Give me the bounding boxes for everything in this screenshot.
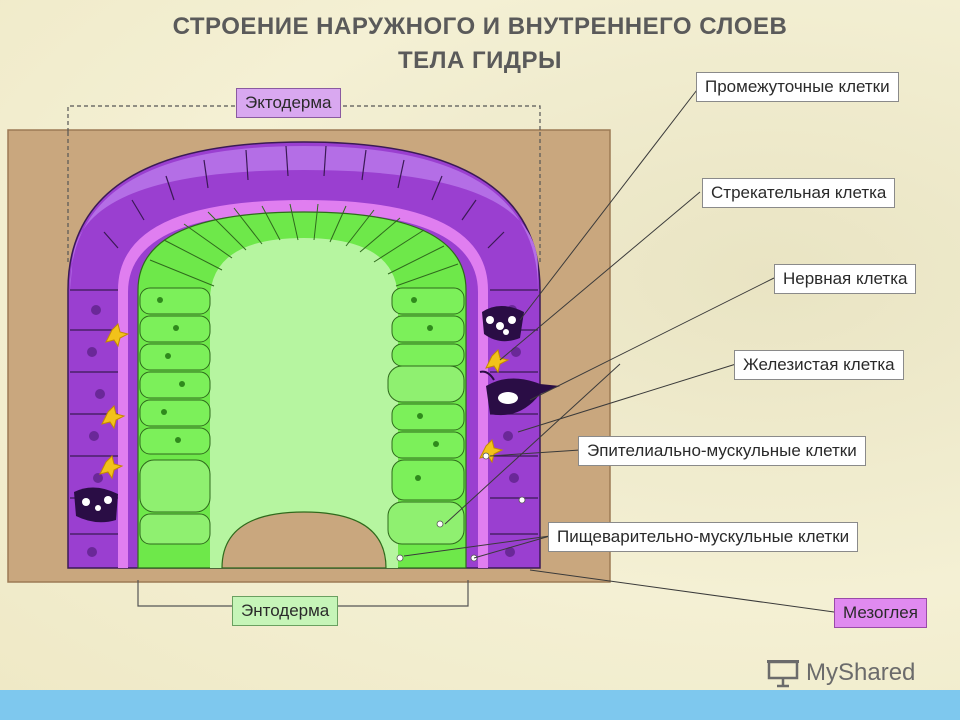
endoderm-cells-left: [139, 287, 211, 545]
stinging-cell: [479, 370, 560, 416]
label-epithelial-muscle-cells: Эпителиально-мускульные клетки: [578, 436, 866, 466]
bottom-bar: [0, 690, 960, 720]
label-digestive-muscle-cells: Пищеварительно-мускульные клетки: [548, 522, 859, 552]
label-nerve-cell: Нервная клетка: [774, 264, 917, 294]
gastral-cavity: [210, 238, 398, 568]
title-line-1: СТРОЕНИЕ НАРУЖНОГО И ВНУТРЕННЕГО СЛОЕВ: [172, 13, 788, 40]
title-line-2: ТЕЛА ГИДРЫ: [398, 47, 562, 74]
pointer-dots: [396, 452, 526, 562]
myshared-logo: MyShared: [766, 656, 915, 690]
label-interstitial-cells: Промежуточные клетки: [696, 72, 899, 102]
bottom-opening: [221, 511, 387, 569]
endoderm-arch-cell-lines: [149, 203, 459, 287]
hydra-diagram: [7, 85, 835, 613]
presentation-icon: [767, 660, 799, 688]
interstitial-cells: [74, 306, 524, 523]
label-mesoglea: Мезоглея: [834, 598, 927, 628]
diagram-title: СТРОЕНИЕ НАРУЖНОГО И ВНУТРЕННЕГО СЛОЕВ Т…: [90, 10, 870, 78]
endoderm-cells-right: [387, 287, 465, 545]
nerve-cells: [99, 323, 510, 480]
label-ectoderm: Эктодерма: [236, 88, 341, 118]
label-stinging-cell: Стрекательная клетка: [702, 178, 896, 208]
label-endoderm: Энтодерма: [232, 596, 339, 626]
leader-lines: [403, 85, 835, 613]
label-gland-cell: Железистая клетка: [734, 350, 904, 380]
ectoderm-cell-lines: [70, 145, 538, 535]
endoderm-nuclei: [157, 297, 439, 481]
logo-text: MyShared: [806, 659, 916, 686]
mesoglea-arch: [118, 200, 488, 568]
